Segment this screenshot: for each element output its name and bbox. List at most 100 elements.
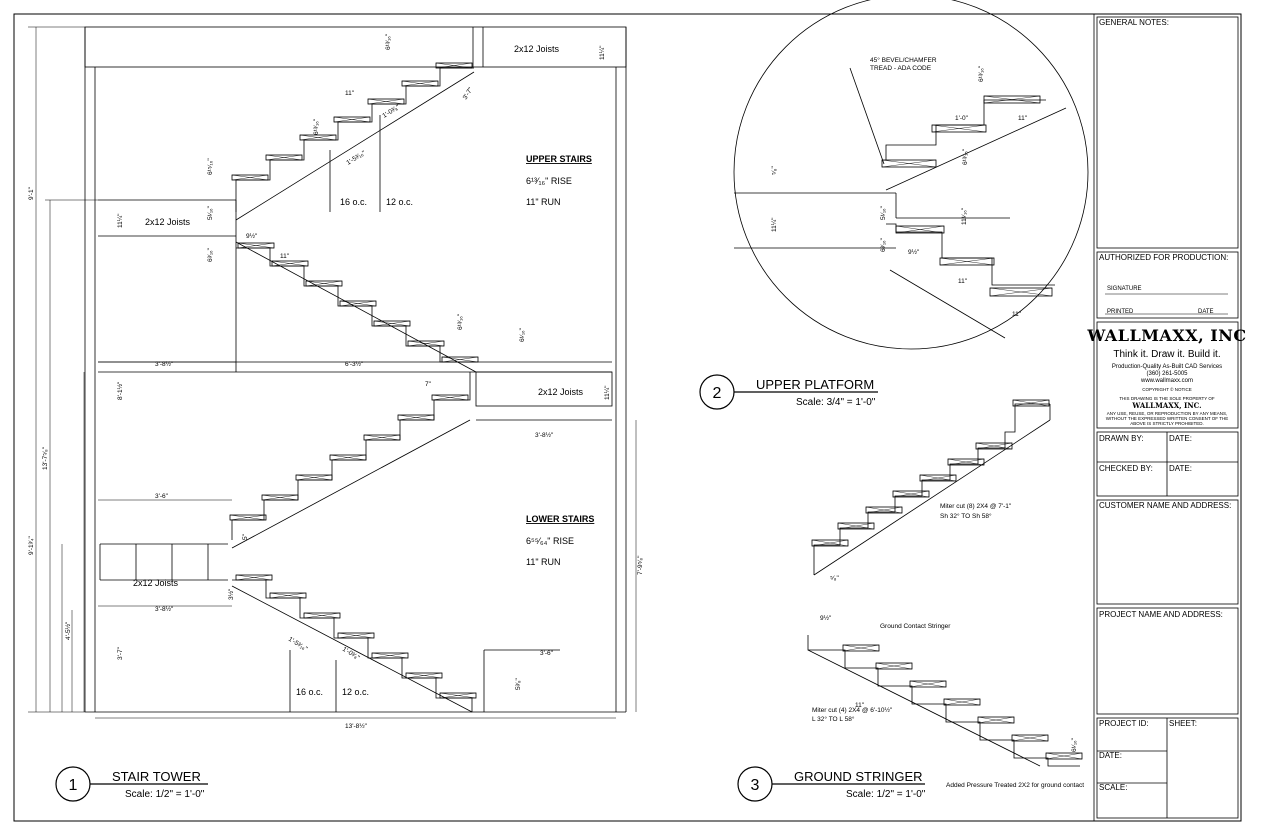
lower-tread — [229, 514, 267, 521]
lower-tread-hatch — [261, 494, 299, 501]
lower-tread — [303, 612, 341, 619]
brand-name: WALLMAXX, INC — [1086, 326, 1246, 345]
services-text: Production-Quality As-Built CAD Services — [1112, 364, 1222, 370]
dim-diag-3: 3'-7" — [462, 86, 475, 101]
upper-tread-hatch — [367, 98, 405, 105]
lower-tread — [269, 592, 307, 599]
stringer-tread-hatch — [975, 442, 1013, 450]
dim-11-mid: 11" — [280, 253, 290, 260]
upper-tread-hatch — [299, 134, 337, 141]
stringer-tread — [947, 458, 985, 466]
view-2-scale: Scale: 3/4" = 1'-0" — [796, 397, 876, 408]
stringer-lower — [807, 635, 1080, 767]
brand-tagline: Think it. Draw it. Build it. — [1113, 349, 1220, 360]
stringer-treads — [811, 399, 1083, 760]
stringer-tread — [1011, 734, 1049, 742]
sheet-label: SHEET: — [1169, 719, 1197, 728]
upper-tread-hatch — [407, 340, 445, 347]
platform-rise-3: 6³⁄₁₆" — [880, 237, 887, 252]
stair-tower-frame — [28, 26, 637, 719]
oc16-lower: 16 o.c. — [296, 687, 323, 697]
stringer-tread — [837, 522, 875, 530]
stringer-tread — [977, 716, 1015, 724]
stringer-tread-hatch — [842, 644, 880, 652]
upper-tread — [401, 80, 439, 87]
dim-rise-lower: 6¹³⁄₁₆" — [457, 313, 464, 330]
platform-tread — [989, 287, 1053, 297]
platform-dim-11-a: 11" — [1018, 115, 1028, 122]
stringer-upper — [813, 403, 1051, 576]
stringer-tread-hatch — [892, 490, 930, 498]
oc12-lower: 12 o.c. — [342, 687, 369, 697]
view-3-callout: 3 GROUND STRINGER Scale: 1/2" = 1'-0" — [737, 766, 926, 802]
view-2-callout: 2 UPPER PLATFORM Scale: 3/4" = 1'-0" — [699, 374, 878, 410]
contact-label: Ground Contact Stringer — [880, 623, 951, 630]
stringer-dim-58: ⁵⁄₈" — [830, 575, 839, 582]
bevel-label-1: 45° BEVEL/CHAMFER — [870, 56, 937, 64]
upper-tread-hatch — [441, 356, 479, 363]
phone-text: (360) 261-5005 — [1146, 371, 1188, 377]
lower-tread-hatch — [363, 434, 401, 441]
sheet-border — [13, 13, 1242, 822]
dim-3-8a: 3'-8½" — [155, 360, 174, 368]
joists-label-lower: 2x12 Joists — [133, 578, 179, 588]
dim-rise-3: 6³⁄₁₆" — [207, 247, 214, 262]
upper-tread — [435, 62, 473, 69]
view-2-number: 2 — [713, 385, 722, 402]
upper-tread-hatch — [435, 62, 473, 69]
lower-stair-stringer — [231, 372, 473, 713]
lower-tread-hatch — [295, 474, 333, 481]
upper-tread — [231, 174, 269, 181]
dim-4-5: 4'-5½" — [64, 621, 72, 640]
dim-11-upper: 11" — [345, 90, 355, 97]
dim-8-1: 8'-1½" — [116, 381, 124, 400]
stringer-tread — [943, 698, 981, 706]
dim-11-4-top: 11¼" — [599, 45, 606, 60]
platform-tread-hatch — [939, 257, 995, 266]
stringer-tread — [1045, 752, 1083, 760]
lower-tread — [295, 474, 333, 481]
notice-line-1: ANY USE, REUSE, OR REPRODUCTION BY ANY M… — [1107, 411, 1228, 416]
lower-tread — [371, 652, 409, 659]
stringer-tread-hatch — [919, 474, 957, 482]
platform-tread-hatch — [931, 124, 987, 133]
customer-label: CUSTOMER NAME AND ADDRESS: — [1099, 501, 1231, 510]
lower-treads — [229, 394, 477, 699]
website-text: www.wallmaxx.com — [1140, 378, 1193, 384]
dim-3-2: 3½" — [227, 588, 235, 600]
signature-label: SIGNATURE — [1107, 286, 1142, 292]
project-name-label: PROJECT NAME AND ADDRESS: — [1099, 610, 1223, 619]
stringer-tread-hatch — [837, 522, 875, 530]
stringer-tread-hatch — [1045, 752, 1083, 760]
dim-rise-15: 6¹⁵⁄₁₆" — [207, 158, 214, 175]
stringer-tread-hatch — [1012, 399, 1050, 407]
dim-diag-1: 1'-0³⁄₈" — [381, 103, 401, 119]
lower-tread — [363, 434, 401, 441]
view-1-title: STAIR TOWER — [112, 769, 201, 784]
upper-tread — [237, 242, 275, 249]
dim-7: 7" — [425, 381, 432, 388]
date-small-label: DATE — [1198, 309, 1214, 315]
view-2-title: UPPER PLATFORM — [756, 377, 874, 392]
platform-tread-hatch — [983, 95, 1041, 104]
platform-tread-hatch — [895, 225, 945, 234]
authorized-label: AUTHORIZED FOR PRODUCTION: — [1099, 253, 1228, 262]
platform-dim-11-b: 11" — [958, 278, 968, 285]
platform-dim-1-0: 1'-0" — [955, 115, 969, 122]
platform-treads — [881, 95, 1053, 297]
stringer-tread — [919, 474, 957, 482]
copyright-text: COPYRIGHT © NOTICE — [1142, 386, 1192, 392]
upper-run: 11" RUN — [526, 197, 561, 207]
drawn-by-label: DRAWN BY: — [1099, 434, 1144, 443]
stringer-tread-hatch — [865, 506, 903, 514]
dim-11-4-mid: 11¼" — [604, 385, 611, 400]
dim-rise-58: 5³⁄₈" — [515, 677, 522, 690]
lower-tread-hatch — [337, 632, 375, 639]
dim-6-3: 6'-3½" — [345, 360, 364, 368]
stringer-tread-hatch — [977, 716, 1015, 724]
stringer-dim-11: 11" — [855, 702, 865, 709]
oc12-upper: 12 o.c. — [386, 197, 413, 207]
miter-2-b: L 32° TO L 58° — [812, 715, 855, 723]
miter-2-a: Miter cut (4) 2X4 @ 6'-10½" — [812, 706, 893, 714]
upper-tread-hatch — [401, 80, 439, 87]
